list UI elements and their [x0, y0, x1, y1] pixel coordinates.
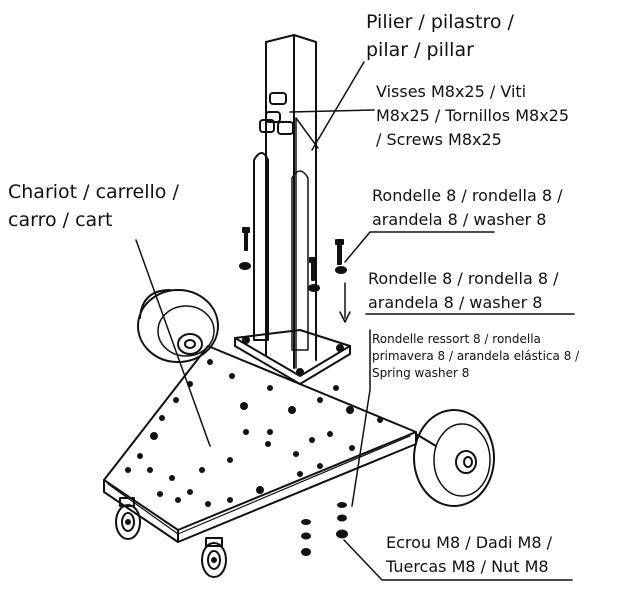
- label-spring-washer-line-3: Spring washer 8: [372, 366, 470, 380]
- rear-left-wheel: [137, 289, 219, 363]
- leader-nuts: [343, 539, 573, 581]
- label-pillar: Pilier / pilastro / pilar / pillar: [366, 8, 514, 64]
- rear-right-wheel: [413, 409, 495, 507]
- label-pillar-line-2: pilar / pillar: [366, 39, 474, 61]
- label-nuts-line-2: Tuercas M8 / Nut M8: [386, 557, 549, 576]
- label-washer-top-line-2: arandela 8 / washer 8: [372, 210, 547, 229]
- label-spring-washer-line-1: Rondelle ressort 8 / rondella: [372, 332, 541, 346]
- label-washer-top: Rondelle 8 / rondella 8 / arandela 8 / w…: [372, 184, 562, 232]
- pillar-screws: [259, 92, 294, 135]
- leader-pillar: [311, 61, 365, 151]
- label-washer-top-line-1: Rondelle 8 / rondella 8 /: [372, 186, 563, 205]
- leader-cart: [135, 239, 211, 447]
- label-cart-line-1: Chariot / carrello /: [8, 181, 179, 203]
- label-washer-mid-line-1: Rondelle 8 / rondella 8 /: [368, 269, 559, 288]
- label-nuts: Ecrou M8 / Dadi M8 / Tuercas M8 / Nut M8: [386, 531, 552, 579]
- label-washer-mid: Rondelle 8 / rondella 8 / arandela 8 / w…: [368, 267, 558, 315]
- label-pillar-line-1: Pilier / pilastro /: [366, 11, 514, 33]
- label-cart: Chariot / carrello / carro / cart: [8, 178, 179, 234]
- label-washer-mid-line-2: arandela 8 / washer 8: [368, 293, 543, 312]
- label-spring-washer-line-2: primavera 8 / arandela elástica 8 /: [372, 349, 580, 363]
- cart-platform: [103, 345, 417, 543]
- bottom-hardware: [301, 502, 348, 556]
- pillar: [253, 34, 319, 369]
- label-nuts-line-1: Ecrou M8 / Dadi M8 /: [386, 533, 552, 552]
- leader-spring-washer: [351, 329, 371, 507]
- label-screws-line-1: Visses M8x25 / Viti: [376, 82, 527, 101]
- leader-washer-top: [344, 231, 495, 263]
- label-spring-washer: Rondelle ressort 8 / rondella primavera …: [372, 331, 579, 382]
- leader-lines: [135, 61, 575, 581]
- front-castor-left: [115, 497, 141, 540]
- front-castor-right: [201, 537, 227, 578]
- loose-screws: [239, 227, 351, 323]
- platform-holes: [125, 359, 383, 507]
- label-cart-line-2: carro / cart: [8, 209, 113, 231]
- label-screws-line-2: M8x25 / Tornillos M8x25: [376, 106, 570, 125]
- leader-screws: [289, 109, 375, 113]
- label-screws-line-3: / Screws M8x25: [376, 130, 502, 149]
- label-screws: Visses M8x25 / Viti M8x25 / Tornillos M8…: [376, 80, 569, 152]
